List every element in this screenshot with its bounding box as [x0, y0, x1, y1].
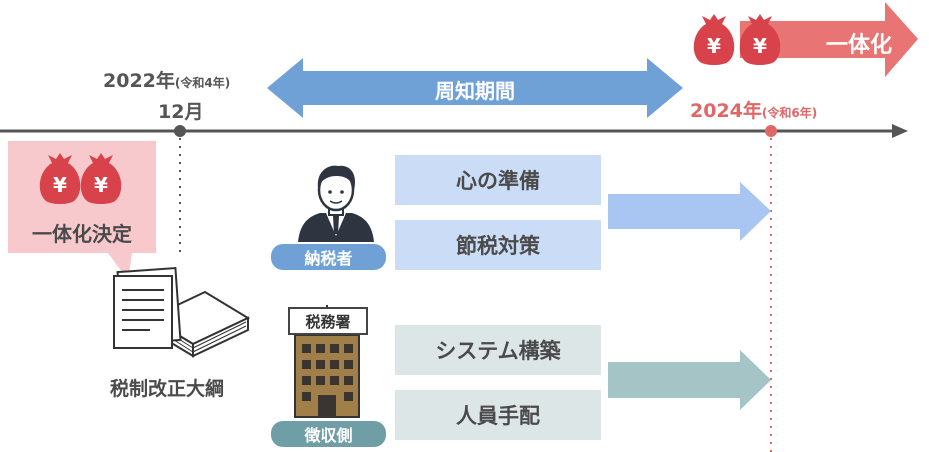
- end-year: 2024年: [690, 100, 762, 122]
- period-label: 周知期間: [435, 79, 515, 103]
- tax-reform-outline-label: 税制改正大綱: [110, 378, 225, 400]
- tax-office-building-icon: [294, 305, 360, 418]
- end-dot: [765, 125, 777, 137]
- timeline-arrowhead: [892, 124, 908, 138]
- collector-task-system-build: システム構築: [395, 325, 601, 375]
- collector-badge: 徴収側: [271, 421, 386, 447]
- start-era: (令和4年): [174, 76, 231, 90]
- decision-box: [8, 141, 156, 253]
- taxpayer-task-mental-prep: 心の準備: [395, 155, 601, 205]
- documents-icon: [113, 266, 251, 358]
- taxpayer-task-tax-saving: 節税対策: [395, 220, 601, 270]
- decision-label: 一体化決定: [32, 222, 132, 246]
- period-double-arrow: [267, 58, 683, 118]
- tax-office-sign: 税務署: [288, 307, 368, 335]
- collector-arrow: [608, 350, 771, 410]
- start-month: 12月: [158, 101, 204, 123]
- taxpayer-arrow: [608, 182, 771, 241]
- end-era: (令和6年): [761, 106, 818, 120]
- integration-label: 一体化: [826, 33, 893, 58]
- start-dot: [174, 125, 186, 137]
- integration-arrow: [740, 2, 918, 77]
- end-date-label: 2024年(令和6年): [690, 96, 817, 123]
- taxpayer-badge: 納税者: [271, 244, 386, 270]
- businessman-icon: [298, 165, 374, 242]
- money-bag-icon: [693, 14, 735, 65]
- start-year: 2022年: [103, 70, 175, 92]
- start-date-label: 2022年(令和4年): [103, 66, 230, 93]
- collector-task-staffing: 人員手配: [395, 390, 601, 440]
